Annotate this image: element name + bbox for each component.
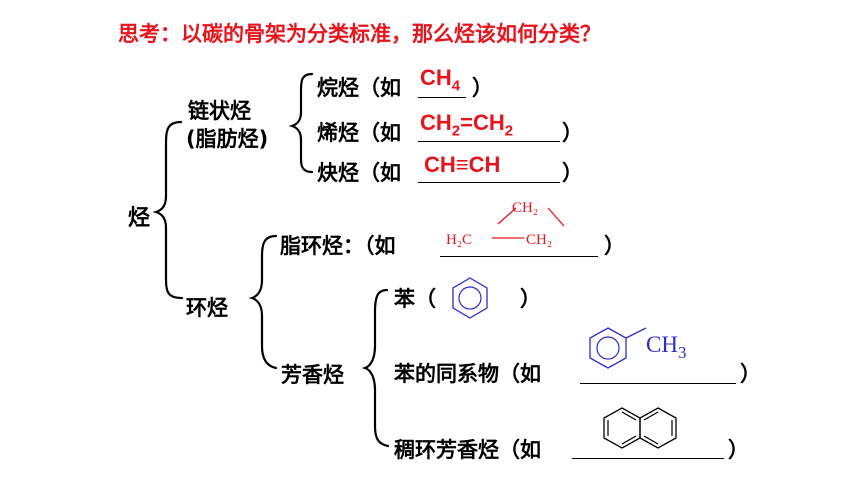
alkene-formula: CH2=CH2 <box>420 110 514 140</box>
cyclopropane-top: CH₂ <box>512 200 538 216</box>
cyclic-bracket <box>248 234 278 370</box>
fused-close: ） <box>728 438 749 462</box>
chain-label: 链状烃 <box>188 99 251 123</box>
alkyne-formula: CH≡CH <box>424 152 501 177</box>
alicyclic-close: ） <box>604 234 625 258</box>
alkyne-close: ） <box>562 161 583 185</box>
alkene-close: ） <box>562 121 583 145</box>
alkane-blank <box>418 97 466 98</box>
benzene-close: ） <box>520 287 541 311</box>
cyclopropane-left: H₂C <box>446 232 472 248</box>
alkyne-blank <box>418 182 560 183</box>
aromatic-label: 芳香烃 <box>281 363 344 387</box>
question-title: 思考：以碳的骨架为分类标准，那么烃该如何分类？ <box>118 22 601 46</box>
homolog-close: ） <box>740 362 761 386</box>
cyclopropane-structure: CH₂ H₂C CH₂ <box>446 200 565 248</box>
root-bracket <box>152 120 184 300</box>
alkane-formula: CH4 <box>420 65 461 95</box>
alkyne-label: 炔烃（如 <box>317 161 401 185</box>
methyl-group: CH3 <box>646 332 686 362</box>
benzene-structure <box>452 277 488 319</box>
fused-blank <box>572 458 724 459</box>
alkene-blank <box>418 141 560 142</box>
toluene-structure: CH3 <box>589 327 686 369</box>
benzene-label: 苯（ <box>394 287 436 311</box>
fused-label: 稠环芳香烃（如 <box>394 438 541 462</box>
alicyclic-label: 脂环烃：（如 <box>280 234 396 258</box>
homolog-label: 苯的同系物（如 <box>394 362 541 386</box>
root-label: 烃 <box>128 206 151 231</box>
alkane-label: 烷烃（如 <box>317 76 401 100</box>
chain-bracket <box>288 72 314 174</box>
alkene-label: 烯烃（如 <box>317 121 401 145</box>
naphthalene-structure <box>603 407 677 449</box>
aromatic-bracket <box>361 288 390 448</box>
cyclopropane-right: CH₂ <box>526 232 552 248</box>
cyclic-label: 环烃 <box>186 296 228 320</box>
alicyclic-blank <box>440 256 598 257</box>
alkane-close: ） <box>472 76 493 100</box>
chain-sublabel: (脂肪烃) <box>186 127 269 151</box>
homolog-blank <box>580 383 736 384</box>
